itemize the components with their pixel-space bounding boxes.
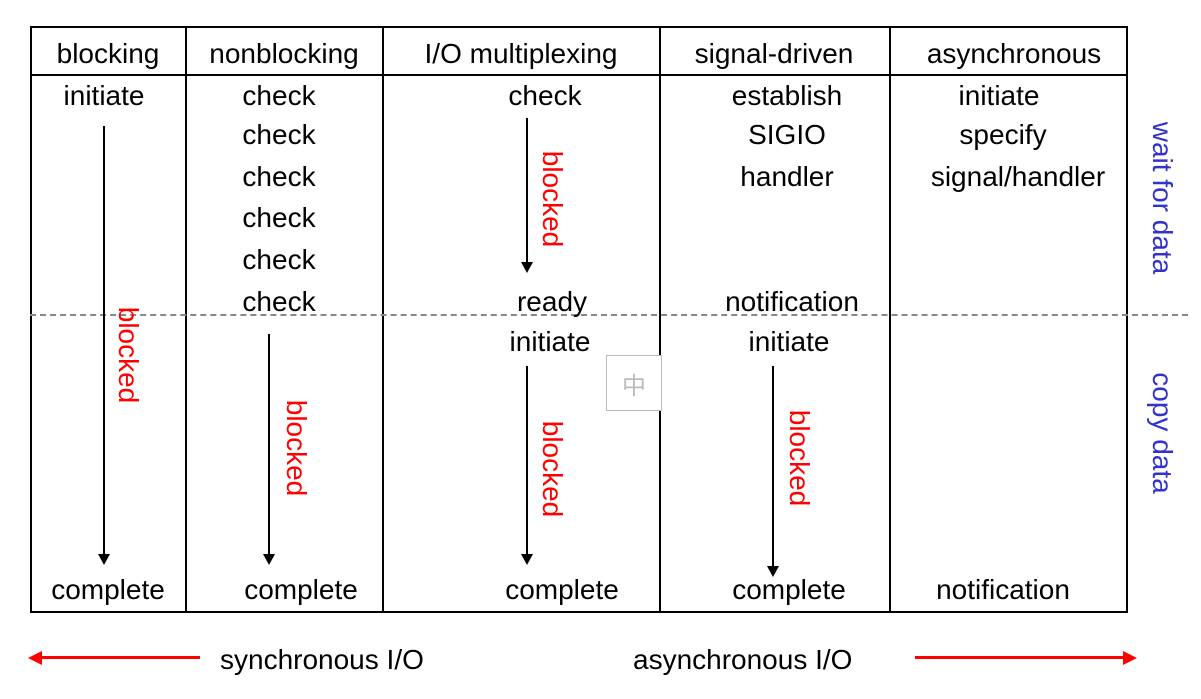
multiplex-initiate: initiate xyxy=(509,326,591,357)
multiplex-wait-arrow xyxy=(521,118,533,273)
signal-establish: establish xyxy=(731,80,843,111)
blocking-arrow xyxy=(98,126,110,565)
multiplex-check: check xyxy=(508,80,582,111)
signal-copy-arrow xyxy=(767,366,779,577)
column-divider-2 xyxy=(382,26,384,612)
nonblocking-check-1: check xyxy=(242,80,316,111)
header-io-multiplexing: I/O multiplexing xyxy=(424,38,618,69)
async-arrow-line xyxy=(915,656,1125,659)
phase-separator xyxy=(30,314,1188,316)
sync-io-label: synchronous I/O xyxy=(220,644,424,675)
async-initiate: initiate xyxy=(958,80,1040,111)
nonblocking-check-5: check xyxy=(242,244,316,275)
nonblocking-check-3: check xyxy=(242,161,316,192)
table-left-border xyxy=(30,26,32,612)
multiplex-copy-arrow xyxy=(521,366,533,565)
async-signal-handler: signal/handler xyxy=(930,161,1106,192)
table-top-border xyxy=(30,26,1128,28)
nonblocking-arrow xyxy=(263,334,275,565)
column-divider-1 xyxy=(185,26,187,612)
multiplex-blocked-label-1: blocked xyxy=(537,150,568,248)
blocking-initiate: initiate xyxy=(63,80,145,111)
phase-wait-for-data: wait for data xyxy=(1147,121,1178,275)
header-nonblocking: nonblocking xyxy=(209,38,359,69)
nonblocking-complete: complete xyxy=(244,574,358,605)
async-io-label: asynchronous I/O xyxy=(633,644,853,675)
signal-complete: complete xyxy=(732,574,846,605)
multiplex-blocked-label-2: blocked xyxy=(537,420,568,518)
signal-handler: handler xyxy=(740,161,834,192)
blocking-complete: complete xyxy=(51,574,165,605)
multiplex-complete: complete xyxy=(505,574,619,605)
header-signal-driven: signal-driven xyxy=(694,38,854,69)
signal-sigio: SIGIO xyxy=(748,119,826,150)
table-bottom-border xyxy=(30,611,1128,613)
async-specify: specify xyxy=(959,119,1047,150)
multiplex-ready: ready xyxy=(516,286,588,317)
table-right-border xyxy=(1126,26,1128,612)
signal-initiate: initiate xyxy=(748,326,830,357)
nonblocking-check-4: check xyxy=(242,202,316,233)
column-divider-4 xyxy=(889,26,891,612)
sync-arrow-line xyxy=(40,656,200,659)
header-bottom-border xyxy=(30,74,1128,76)
nonblocking-check-6: check xyxy=(242,286,316,317)
phase-copy-data: copy data xyxy=(1147,372,1178,494)
signal-blocked-label: blocked xyxy=(784,409,815,507)
sync-arrow-head xyxy=(28,651,42,665)
async-arrow-head xyxy=(1123,651,1137,665)
column-divider-3 xyxy=(659,26,661,612)
blocking-blocked-label: blocked xyxy=(113,306,144,404)
nonblocking-blocked-label: blocked xyxy=(281,399,312,497)
ime-indicator-icon[interactable]: 中 xyxy=(606,355,662,411)
nonblocking-check-2: check xyxy=(242,119,316,150)
signal-notification: notification xyxy=(725,286,859,317)
async-notification: notification xyxy=(936,574,1070,605)
header-asynchronous: asynchronous xyxy=(926,38,1102,69)
header-blocking: blocking xyxy=(56,38,160,69)
